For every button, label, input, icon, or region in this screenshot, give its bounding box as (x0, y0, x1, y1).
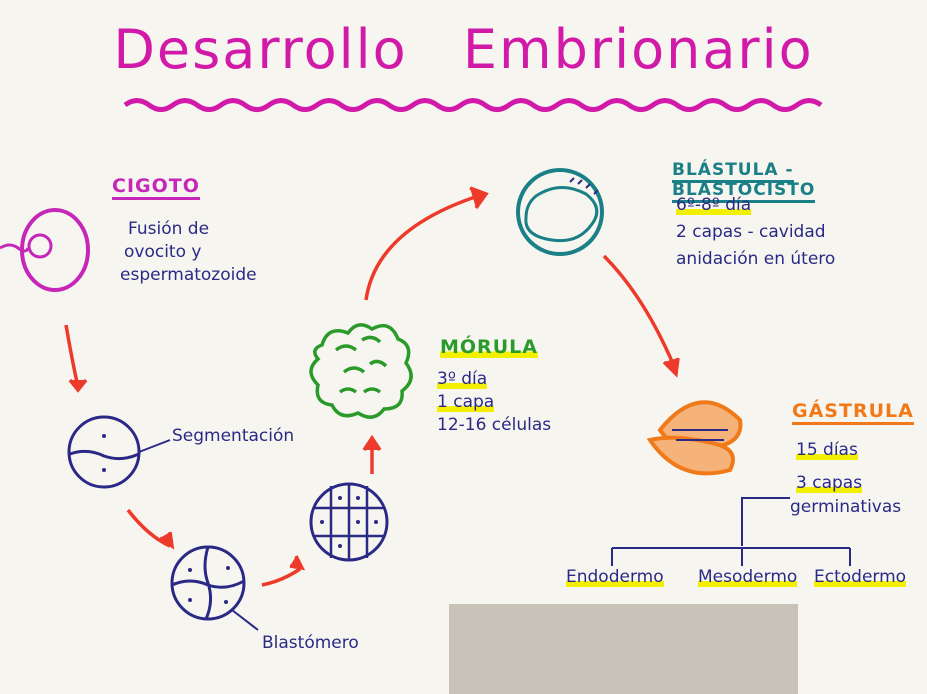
cigoto-line-3: espermatozoide (120, 264, 257, 285)
redaction-box-1 (449, 604, 583, 694)
germ-layer-tree (611, 497, 851, 566)
cigoto-line-1: Fusión de (128, 219, 210, 239)
germ-layer-endodermo-text: Endodermo (566, 567, 664, 587)
gastrula-line-1: 15 días (796, 440, 858, 460)
morula-details: 3º día 1 capa 12-16 células (437, 368, 551, 437)
blastula-details: 6º-8º día 2 capas - cavidad anidación en… (676, 192, 835, 274)
sixteen-cell-illustration (309, 482, 389, 562)
morula-line-3: 12-16 células (437, 414, 552, 435)
gastrula-heading-text: GÁSTRULA (792, 400, 914, 425)
germ-layer-endodermo: Endodermo (566, 566, 664, 589)
cigoto-line-2: ovocito y (124, 241, 202, 262)
segmentacion-illustration (67, 415, 171, 489)
morula-heading: MÓRULA (440, 336, 538, 358)
germ-layer-ectodermo: Ectodermo (814, 566, 907, 589)
blastula-line-2: 2 capas - cavidad (676, 222, 826, 243)
gastrula-details: 15 días 3 capas germinativas (790, 438, 901, 520)
morula-illustration (309, 323, 413, 419)
blastomero-label: Blastómero (262, 633, 359, 653)
segmentacion-label: Segmentación (172, 426, 295, 446)
morula-heading-text: MÓRULA (440, 336, 538, 358)
blastula-illustration (516, 168, 604, 256)
redaction-box-2 (583, 604, 665, 694)
cigoto-heading: CIGOTO (112, 175, 200, 200)
gastrula-illustration (646, 400, 743, 476)
blastomero-illustration (170, 545, 259, 631)
cigoto-description: Fusión de ovocito y espermatozoide (120, 218, 257, 287)
morula-line-2: 1 capa (437, 391, 495, 412)
page-title: Desarrollo Embrionario (0, 18, 927, 81)
gastrula-heading: GÁSTRULA (792, 400, 914, 425)
title-wavy-underline (123, 98, 823, 112)
germ-layer-mesodermo: Mesodermo (698, 566, 798, 589)
blastula-line-1: 6º-8º día (676, 195, 752, 215)
germ-layer-mesodermo-text: Mesodermo (698, 567, 798, 587)
cigoto-illustration (0, 208, 90, 292)
title-word-1: Desarrollo (113, 18, 408, 81)
gastrula-line-2: 3 capas (796, 472, 863, 493)
cigoto-heading-text: CIGOTO (112, 175, 200, 200)
redaction-box-3 (665, 604, 798, 694)
germ-layer-ectodermo-text: Ectodermo (814, 567, 907, 587)
blastula-line-3: anidación en útero (676, 249, 836, 270)
morula-line-1: 3º día (437, 369, 488, 389)
gastrula-line-3: germinativas (790, 497, 902, 518)
title-word-2: Embrionario (462, 18, 814, 81)
progress-arrows (64, 186, 680, 587)
